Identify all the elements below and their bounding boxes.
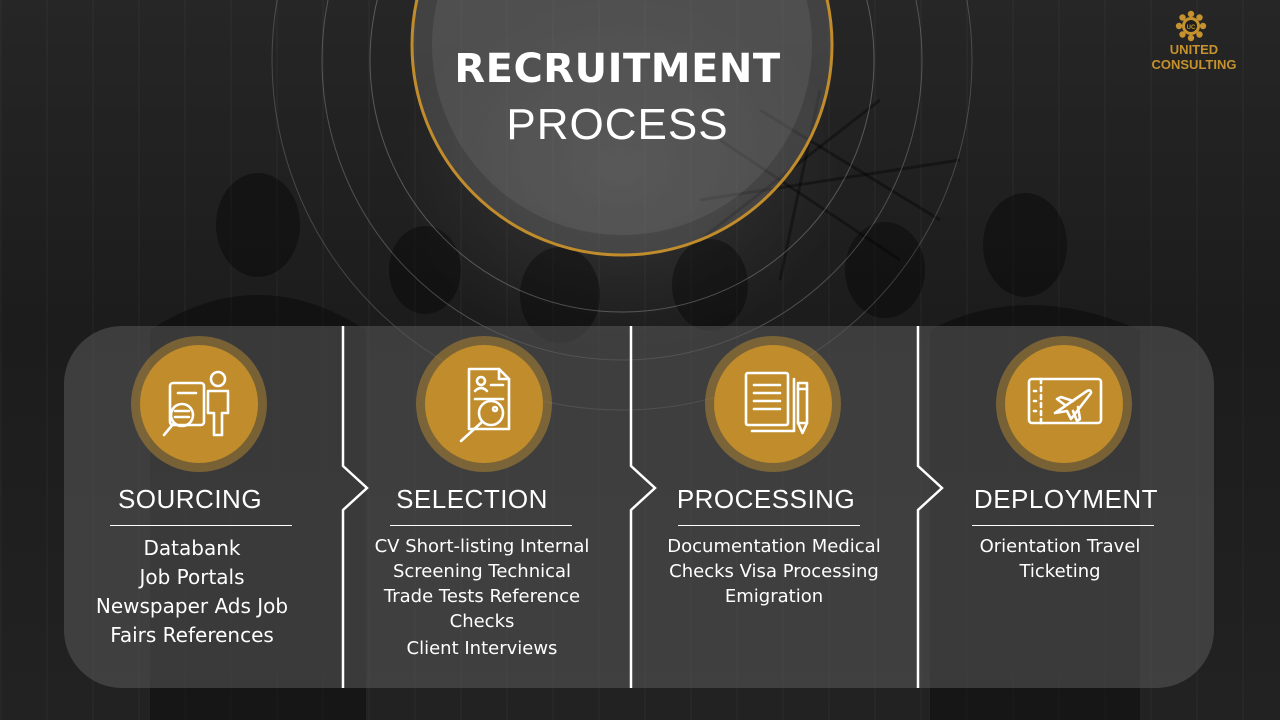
- list-item: Trade Tests Reference: [383, 586, 581, 607]
- logo-monogram: UC: [1187, 25, 1196, 31]
- documents-pen-icon: [744, 371, 809, 435]
- list-item: Job Portals: [139, 565, 245, 589]
- list-item: Documentation Medical: [667, 536, 881, 557]
- list-item: Client Interviews: [406, 638, 558, 659]
- airplane-ticket-icon: [1027, 377, 1103, 425]
- list-item: CV Short-listing Internal: [374, 536, 590, 557]
- sourcing-underline: [110, 525, 292, 526]
- list-item: Emigration: [724, 586, 824, 607]
- slide-title-line2: PROCESS: [506, 100, 729, 149]
- processing-badge: [705, 336, 841, 472]
- selection-underline: [390, 525, 572, 526]
- list-item: Screening Technical: [392, 561, 572, 582]
- list-item: Ticketing: [1019, 561, 1101, 582]
- sourcing-title: SOURCING: [117, 484, 263, 514]
- deployment-badge: [996, 336, 1132, 472]
- slide-title-line1: RECRUITMENT: [454, 46, 781, 92]
- selection-title: SELECTION: [396, 484, 548, 514]
- list-item: Databank: [143, 536, 241, 560]
- candidate-search-icon: [162, 370, 230, 437]
- processing-underline: [678, 525, 860, 526]
- document-magnifier-icon: [459, 367, 511, 443]
- brand-name: UNITED CONSULTING: [1151, 42, 1237, 72]
- deployment-title: DEPLOYMENT: [973, 484, 1159, 514]
- list-item: Newspaper Ads Job: [95, 594, 289, 618]
- list-item: Checks Visa Processing: [669, 561, 879, 582]
- list-item: Orientation Travel: [979, 536, 1141, 557]
- sourcing-badge: [131, 336, 267, 472]
- brand-logo-icon: UC: [1175, 10, 1207, 42]
- selection-list: CV Short-listing Internal Screening Tech…: [352, 534, 612, 663]
- deployment-list: Orientation Travel Ticketing: [930, 534, 1190, 584]
- processing-list: Documentation Medical Checks Visa Proces…: [644, 534, 904, 609]
- deployment-underline: [972, 525, 1154, 526]
- selection-badge: [416, 336, 552, 472]
- sourcing-list: Databank Job Portals Newspaper Ads Job F…: [62, 534, 322, 650]
- list-item: Checks: [449, 611, 515, 632]
- processing-title: PROCESSING: [676, 484, 856, 514]
- list-item: Fairs References: [110, 623, 274, 647]
